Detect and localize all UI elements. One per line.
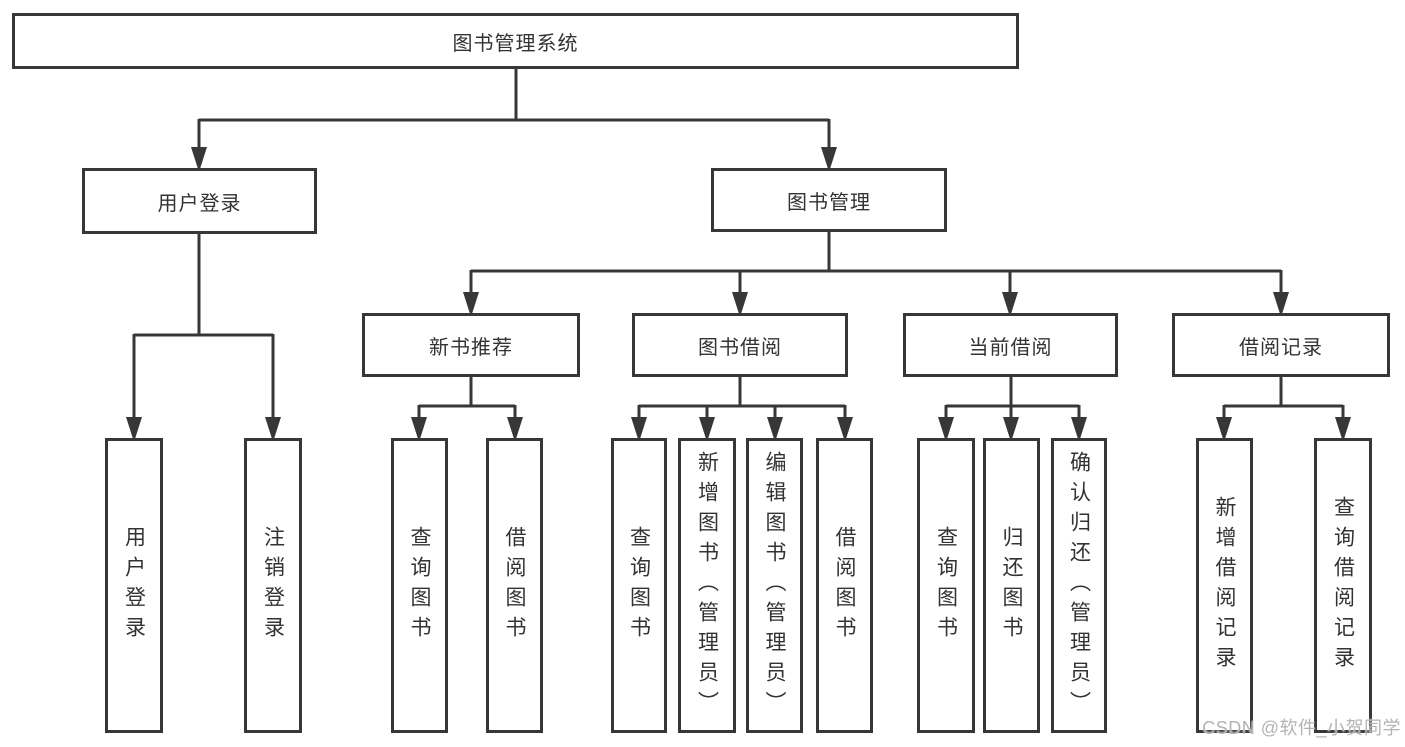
leaf-query-books-current: 查询图书 xyxy=(917,438,975,733)
node-user-login: 用户登录 xyxy=(82,168,317,234)
connector-user-login-branch xyxy=(126,234,281,442)
leaf-add-borrow-record: 新增借阅记录 xyxy=(1196,438,1253,733)
watermark: CSDN @软件_小贺同学 xyxy=(1202,718,1401,738)
connector-root-to-level2 xyxy=(191,69,837,172)
leaf-query-borrow-record: 查询借阅记录 xyxy=(1314,438,1372,733)
connector-current-borrow-branch xyxy=(938,377,1087,442)
leaf-borrow-books-borrow: 借阅图书 xyxy=(816,438,873,733)
node-book-borrow: 图书借阅 xyxy=(632,313,848,377)
node-current-borrow: 当前借阅 xyxy=(903,313,1118,377)
connector-book-management-branch xyxy=(463,232,1289,317)
leaf-borrow-books-recommend: 借阅图书 xyxy=(486,438,543,733)
connector-borrow-records-branch xyxy=(1216,377,1351,442)
node-borrow-records: 借阅记录 xyxy=(1172,313,1390,377)
leaf-confirm-return-admin: 确认归还（管理员） xyxy=(1051,438,1107,733)
node-new-book-recommend: 新书推荐 xyxy=(362,313,580,377)
leaf-return-book: 归还图书 xyxy=(983,438,1040,733)
leaf-edit-book-admin: 编辑图书（管理员） xyxy=(746,438,803,733)
leaf-query-books-borrow: 查询图书 xyxy=(611,438,667,733)
node-root-library-system: 图书管理系统 xyxy=(12,13,1019,69)
connector-new-book-recommend-branch xyxy=(411,377,523,442)
leaf-add-book-admin: 新增图书（管理员） xyxy=(678,438,736,733)
leaf-logout: 注销登录 xyxy=(244,438,302,733)
connector-book-borrow-branch xyxy=(631,377,853,442)
node-book-management: 图书管理 xyxy=(711,168,947,232)
leaf-query-books-recommend: 查询图书 xyxy=(391,438,448,733)
leaf-user-login: 用户登录 xyxy=(105,438,163,733)
